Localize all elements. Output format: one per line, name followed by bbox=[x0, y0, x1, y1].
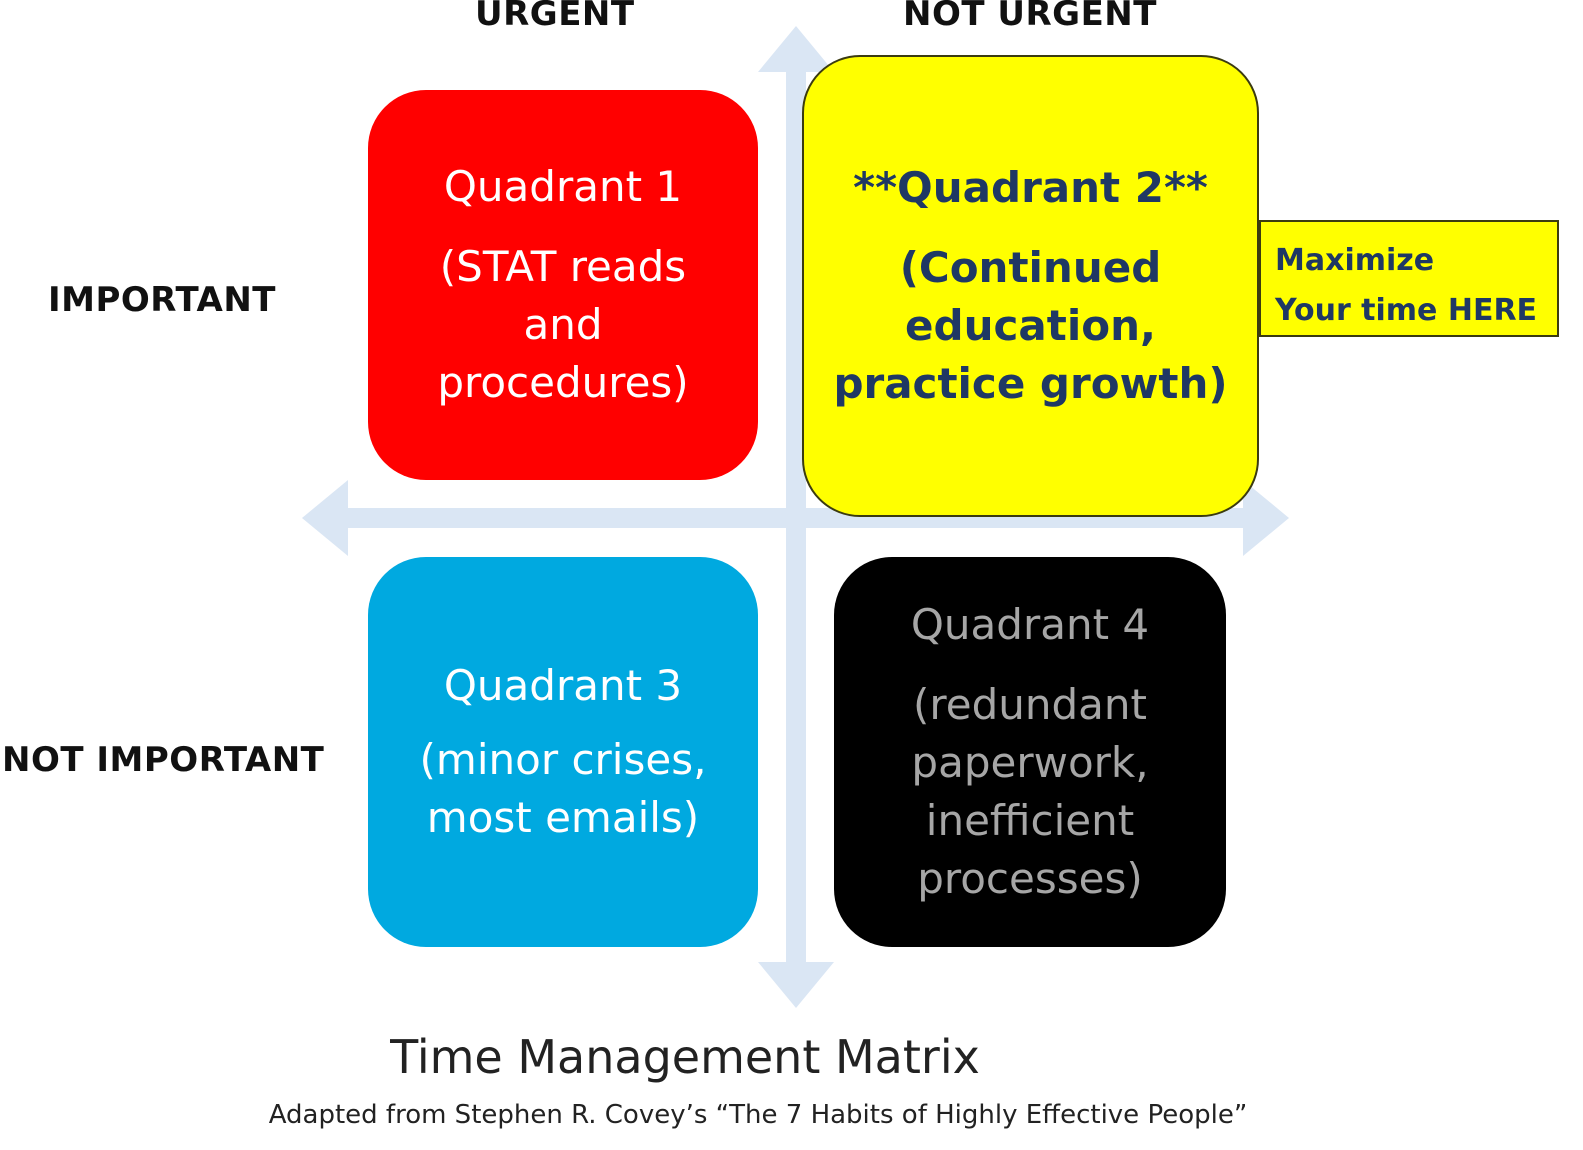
quadrant-3-description: (minor crises, most emails) bbox=[419, 735, 707, 842]
quadrant-2-box: **Quadrant 2** (Continued education, pra… bbox=[802, 55, 1259, 517]
quadrant-4-description: (redundant paperwork, inefficient proces… bbox=[911, 680, 1149, 903]
vertical-axis-arrow bbox=[758, 26, 834, 1008]
quadrant-1-description: (STAT reads and procedures) bbox=[437, 242, 689, 407]
quadrant-4-title: Quadrant 4 bbox=[910, 600, 1150, 649]
row-label-important: IMPORTANT bbox=[48, 280, 276, 320]
quadrant-4-box: Quadrant 4 (redundant paperwork, ineffic… bbox=[834, 557, 1226, 947]
quadrant-2-description: (Continued education, practice growth) bbox=[833, 243, 1228, 408]
maximize-callout: Maximize Your time HERE bbox=[1259, 220, 1559, 337]
source-attribution: Adapted from Stephen R. Covey’s “The 7 H… bbox=[268, 1100, 1248, 1130]
quadrant-1-title: Quadrant 1 bbox=[443, 162, 683, 211]
column-label-not-urgent: NOT URGENT bbox=[903, 0, 1157, 34]
column-label-urgent: URGENT bbox=[475, 0, 635, 34]
row-label-not-important: NOT IMPORTANT bbox=[2, 740, 325, 780]
quadrant-1-box: Quadrant 1 (STAT reads and procedures) bbox=[368, 90, 758, 480]
quadrant-3-title: Quadrant 3 bbox=[443, 661, 683, 710]
matrix-title: Time Management Matrix bbox=[390, 1030, 980, 1084]
quadrant-2-title: **Quadrant 2** bbox=[853, 163, 1208, 212]
quadrant-3-box: Quadrant 3 (minor crises, most emails) bbox=[368, 557, 758, 947]
